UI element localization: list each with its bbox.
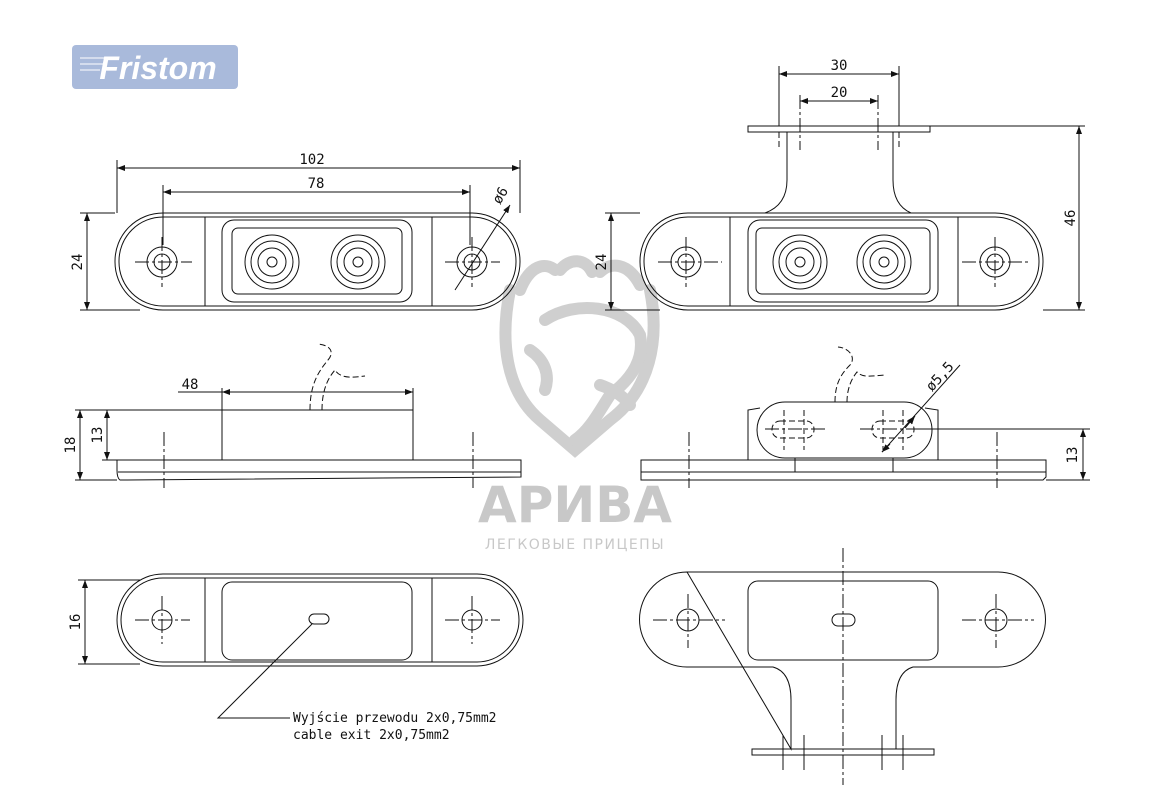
dim-overall-length: 102: [299, 152, 324, 168]
dim-width: 16: [68, 614, 84, 631]
dim-height: 24: [70, 254, 86, 271]
dim-hole-diameter: ø6: [490, 184, 512, 207]
view-bottom-right: [639, 548, 1046, 785]
dim-bracket-inner: 20: [831, 85, 848, 101]
view-side-left: [75, 343, 522, 488]
dim-slot-diameter: ø5,5: [923, 359, 957, 395]
fristom-logo: Fristom: [72, 45, 238, 89]
dim-hole-spacing: 78: [308, 176, 325, 192]
dim-body-height: 13: [90, 427, 106, 444]
logo-text: Fristom: [99, 50, 216, 86]
dim-height-right: 24: [594, 254, 610, 271]
dim-slot-height: 13: [1065, 447, 1081, 464]
view-side-right: [640, 346, 1090, 488]
dim-bracket-outer: 30: [831, 58, 848, 74]
view-top-left: [80, 160, 521, 311]
dim-total-height-side: 18: [63, 437, 79, 454]
annotation-polish: Wyjście przewodu 2x0,75mm2: [293, 711, 497, 726]
dim-total-height: 46: [1063, 210, 1079, 227]
watermark-horse-logo: [499, 255, 660, 458]
dim-body-length: 48: [182, 377, 199, 393]
annotation-english: cable exit 2x0,75mm2: [293, 728, 450, 743]
watermark-title: АРИВА: [478, 476, 672, 534]
view-bottom-left: [78, 573, 524, 719]
watermark-subtitle: ЛЕГКОВЫЕ ПРИЦЕПЫ: [485, 537, 665, 553]
view-top-right: [605, 66, 1085, 311]
